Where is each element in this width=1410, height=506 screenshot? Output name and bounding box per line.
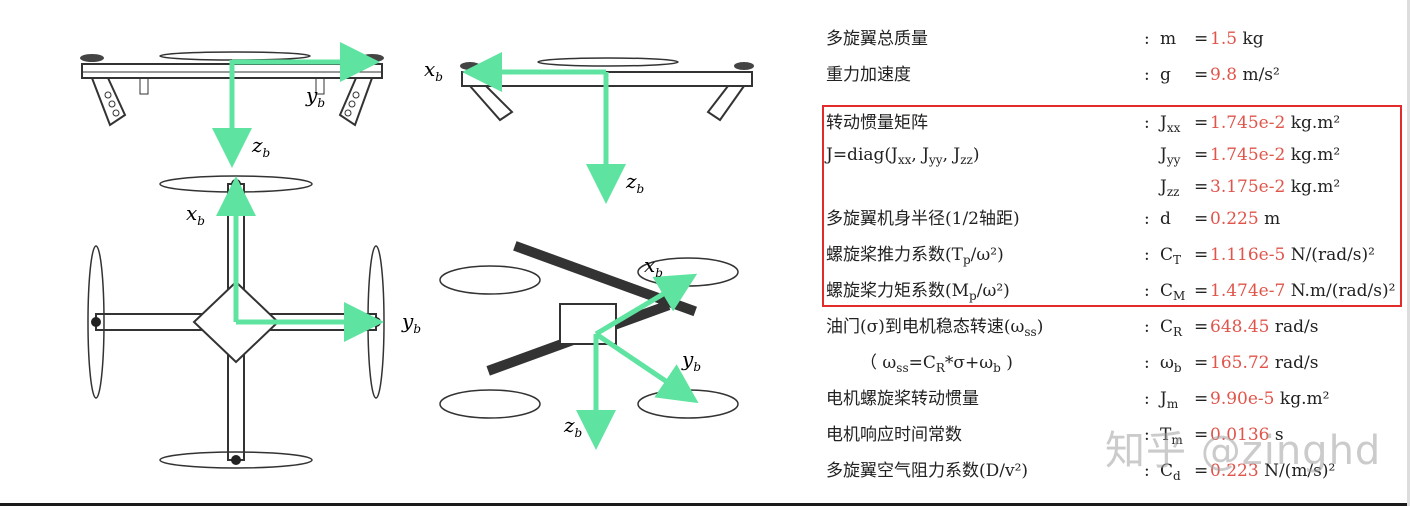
- param-symbol: ωb: [1160, 353, 1182, 375]
- param-throttle: 油门(σ)到电机稳态转速(ωss) : CR = 648.45 rad/s: [826, 316, 1406, 352]
- inertia-diag-label: J=diag(Jxx, Jyy, Jzz): [826, 145, 980, 167]
- param-inertia-jxx: 转动惯量矩阵 : Jxx = 1.745e-2 kg.m²: [826, 112, 1406, 144]
- param-label: 电机响应时间常数: [826, 425, 962, 445]
- param-inertia-jzz: Jzz = 3.175e-2 kg.m²: [826, 176, 1406, 208]
- param-symbol: CM: [1160, 281, 1186, 303]
- param-symbol: Jyy: [1160, 145, 1181, 167]
- param-label: 重力加速度: [826, 65, 911, 85]
- axis-label-zb-side: zb: [625, 169, 644, 196]
- param-thrust-coef: 螺旋桨推力系数(Tp/ω²) : CT = 1.116e-5 N/(rad/s)…: [826, 244, 1406, 280]
- colon: :: [1144, 209, 1150, 229]
- param-label: 螺旋桨推力系数(Tp/ω²): [826, 245, 1004, 267]
- param-value: 1.116e-5 N/(rad/s)²: [1210, 245, 1375, 265]
- axis-label-zb: zb: [251, 133, 270, 160]
- param-symbol: Cd: [1160, 461, 1181, 483]
- param-symbol: CR: [1160, 317, 1183, 339]
- equals: =: [1194, 389, 1209, 409]
- param-label: （ ωss=CR*σ+ωb ): [860, 353, 1013, 375]
- param-label: 油门(σ)到电机稳态转速(ωss): [826, 317, 1044, 339]
- colon: :: [1144, 317, 1150, 337]
- param-radius: 多旋翼机身半径(1/2轴距) : d = 0.225 m: [826, 208, 1406, 244]
- equals: =: [1194, 29, 1209, 49]
- param-value: 9.90e-5 kg.m²: [1210, 389, 1330, 409]
- param-symbol: Tm: [1160, 425, 1183, 447]
- param-symbol: Jzz: [1160, 177, 1180, 199]
- equals: =: [1194, 145, 1209, 165]
- param-symbol: CT: [1160, 245, 1182, 267]
- param-total-mass: 多旋翼总质量 : m = 1.5 kg: [826, 28, 1406, 64]
- param-value: 0.225 m: [1210, 209, 1281, 229]
- param-value: 1.745e-2 kg.m²: [1210, 113, 1341, 133]
- param-symbol: Jxx: [1160, 113, 1181, 135]
- equals: =: [1194, 353, 1209, 373]
- colon: :: [1144, 29, 1150, 49]
- top-view: xb yb: [87, 175, 421, 469]
- param-value: 648.45 rad/s: [1210, 317, 1319, 337]
- param-drag: 多旋翼空气阻力系数(D/v²) : Cd = 0.223 N/(m/s)²: [826, 460, 1406, 496]
- equals: =: [1194, 461, 1209, 481]
- param-value: 1.745e-2 kg.m²: [1210, 145, 1341, 165]
- param-gravity: 重力加速度 : g = 9.8 m/s²: [826, 64, 1406, 100]
- param-value: 0.0136 s: [1210, 425, 1284, 445]
- param-label: 转动惯量矩阵: [826, 113, 928, 133]
- side-view-left: xb zb: [424, 52, 754, 204]
- axis-label-yb: yb: [305, 83, 325, 110]
- param-symbol: d: [1160, 209, 1171, 229]
- param-symbol: Jm: [1160, 389, 1179, 411]
- bottom-border: [0, 503, 1410, 506]
- param-label: 螺旋桨力矩系数(Mp/ω²): [826, 281, 1010, 303]
- colon: :: [1144, 353, 1150, 373]
- colon: :: [1144, 461, 1150, 481]
- axis-label-xb-side: xb: [424, 57, 443, 84]
- param-label: 多旋翼总质量: [826, 29, 928, 49]
- param-value: 9.8 m/s²: [1210, 65, 1280, 85]
- param-value: 1.5 kg: [1210, 29, 1264, 49]
- equals: =: [1194, 281, 1209, 301]
- quadrotor-coordinate-figure: zb yb xb zb xb yb: [80, 42, 754, 469]
- param-label: 电机螺旋桨转动惯量: [826, 389, 979, 409]
- equals: =: [1194, 65, 1209, 85]
- axis-label-yb-iso: yb: [681, 347, 701, 374]
- param-inertia-jyy: J=diag(Jxx, Jyy, Jzz) Jyy = 1.745e-2 kg.…: [826, 144, 1406, 176]
- axis-label-xb-iso: xb: [644, 253, 663, 280]
- axis-label-zb-iso: zb: [563, 413, 582, 440]
- side-view-right: zb yb: [80, 42, 384, 168]
- param-torque-coef: 螺旋桨力矩系数(Mp/ω²) : CM = 1.474e-7 N.m/(rad/…: [826, 280, 1406, 316]
- colon: :: [1144, 113, 1150, 133]
- param-omega-b: （ ωss=CR*σ+ωb ) : ωb = 165.72 rad/s: [826, 352, 1406, 388]
- watermark: 知乎 @zinghd: [1105, 428, 1382, 474]
- param-symbol: g: [1160, 65, 1171, 85]
- param-label: 多旋翼空气阻力系数(D/v²): [826, 461, 1029, 481]
- equals: =: [1194, 245, 1209, 265]
- axis-label-xb-top: xb: [186, 201, 205, 228]
- equals: =: [1194, 209, 1209, 229]
- equals: =: [1194, 317, 1209, 337]
- axis-label-yb-top: yb: [401, 309, 421, 336]
- iso-view: xb yb zb: [439, 241, 739, 450]
- param-value: 165.72 rad/s: [1210, 353, 1319, 373]
- equals: =: [1194, 177, 1209, 197]
- param-motor-inertia: 电机螺旋桨转动惯量 : Jm = 9.90e-5 kg.m²: [826, 388, 1406, 424]
- param-value: 3.175e-2 kg.m²: [1210, 177, 1341, 197]
- colon: :: [1144, 425, 1150, 445]
- colon: :: [1144, 65, 1150, 85]
- param-value: 1.474e-7 N.m/(rad/s)²: [1210, 281, 1396, 301]
- param-label: 多旋翼机身半径(1/2轴距): [826, 209, 1020, 229]
- colon: :: [1144, 245, 1150, 265]
- colon: :: [1144, 281, 1150, 301]
- equals: =: [1194, 113, 1209, 133]
- parameter-table: 多旋翼总质量 : m = 1.5 kg 重力加速度 : g = 9.8 m/s²…: [826, 28, 1406, 496]
- param-motor-time: 电机响应时间常数 : Tm = 0.0136 s: [826, 424, 1406, 460]
- param-symbol: m: [1160, 29, 1177, 49]
- highlight-box: [822, 105, 1402, 307]
- right-border: [1407, 0, 1410, 506]
- colon: :: [1144, 389, 1150, 409]
- equals: =: [1194, 425, 1209, 445]
- param-value: 0.223 N/(m/s)²: [1210, 461, 1336, 481]
